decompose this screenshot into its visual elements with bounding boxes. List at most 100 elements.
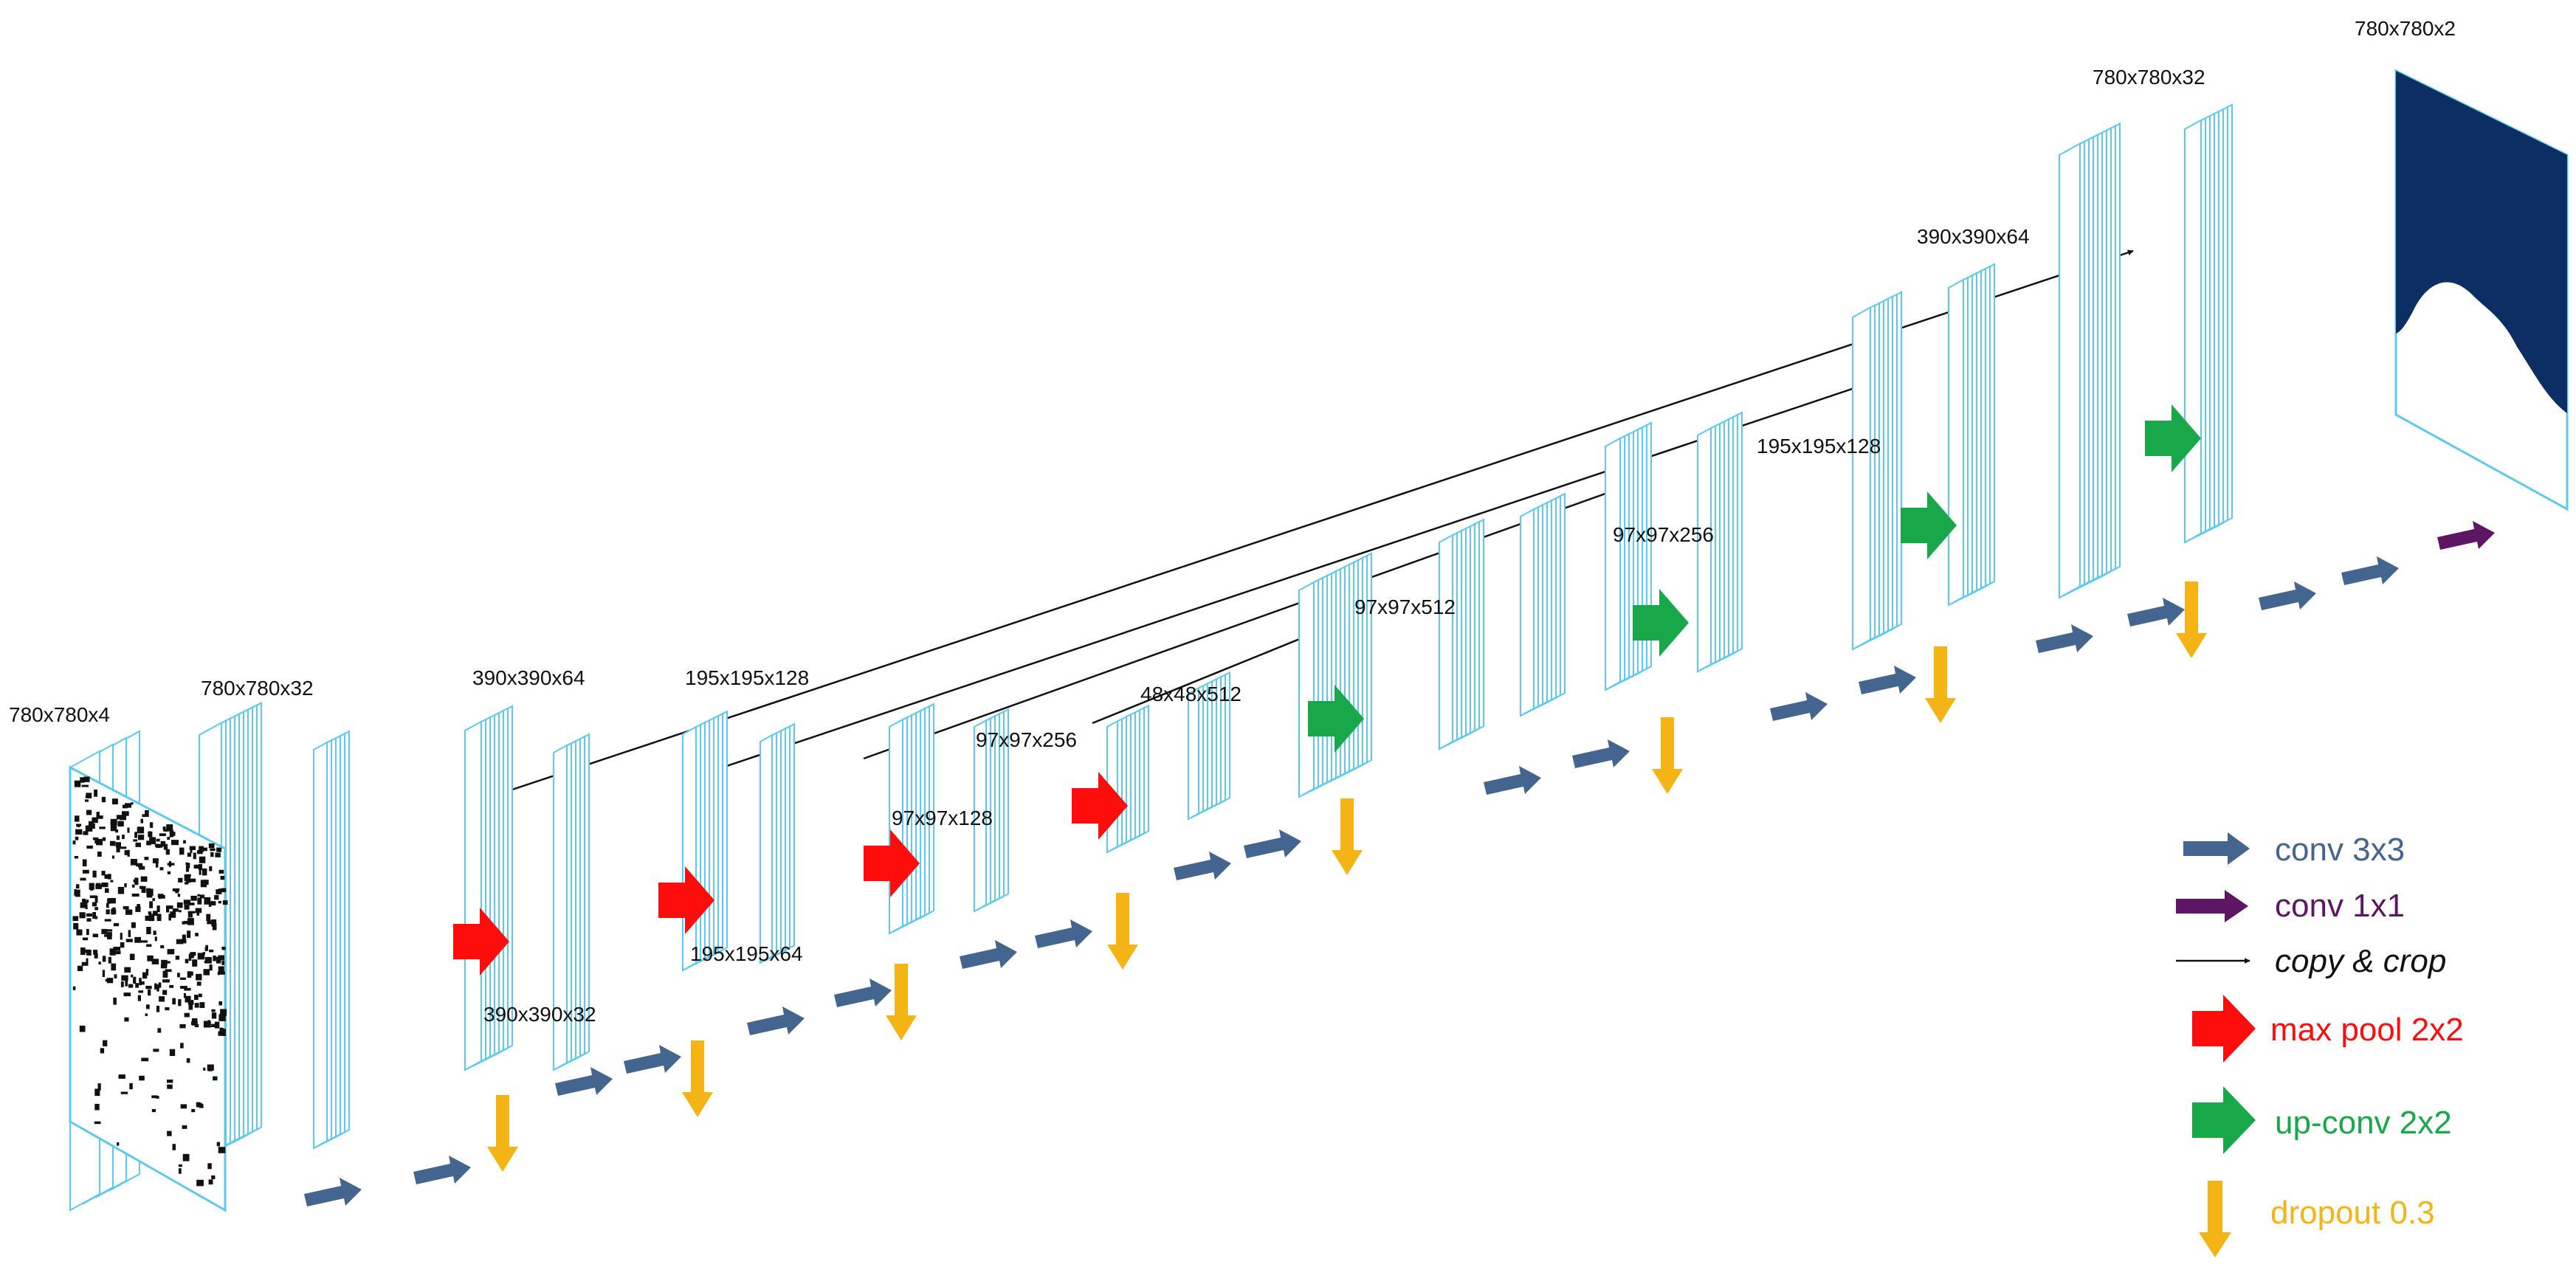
- label-dec3: 195x195x128: [1757, 435, 1881, 458]
- dropout-arrow-2: [682, 1040, 713, 1117]
- green-arrow-icon: [2192, 1086, 2256, 1154]
- label-dec2: 390x390x64: [1917, 225, 2030, 248]
- conv3x3-arrow-3: [555, 1067, 613, 1096]
- feature-slab: [1520, 508, 1535, 717]
- copy-crop-arrow-3: [863, 486, 1625, 760]
- label-enc2-top: 390x390x64: [472, 666, 585, 689]
- feature-slab: [2184, 119, 2202, 544]
- dimension-labels: 780x780x4 780x780x32 390x390x64 390x390x…: [9, 17, 2456, 1026]
- conv3x3-arrow-7: [960, 940, 1017, 969]
- feature-slab: [553, 744, 568, 1071]
- dec4-stack-b: [1520, 492, 1566, 717]
- label-output: 780x780x2: [2355, 17, 2456, 40]
- conv3x3-arrow-2: [413, 1156, 471, 1184]
- feature-slab: [1439, 534, 1453, 750]
- max-pool-arrow-1: [453, 908, 509, 976]
- label-bottleneck-up: 97x97x512: [1354, 595, 1456, 618]
- bottleneck-b: [1188, 671, 1230, 821]
- label-dec4: 97x97x256: [1613, 523, 1714, 546]
- conv3x3-arrow-4: [624, 1045, 681, 1074]
- feature-slab: [974, 719, 987, 913]
- label-input: 780x780x4: [9, 703, 110, 726]
- label-enc2-bottom: 390x390x32: [483, 1003, 596, 1026]
- dec3-stack-b: [1697, 411, 1743, 673]
- label-enc4-b: 97x97x128: [892, 807, 993, 829]
- bott-up-stack: [1298, 552, 1372, 798]
- conv3x3-arrow-10: [1244, 829, 1301, 858]
- legend-label-max-pool: max pool 2x2: [2270, 1012, 2464, 1048]
- feature-slab: [2059, 142, 2081, 599]
- feature-slab: [1605, 437, 1621, 691]
- up-conv-arrow-1: [1308, 685, 1364, 753]
- feature-map-stacks: [69, 69, 2569, 1212]
- conv3x3-arrow-15: [2036, 624, 2093, 653]
- conv3x3-arrow-17: [2259, 581, 2316, 610]
- max-pool-arrow-3: [864, 829, 920, 897]
- enc2-stack-a: [464, 705, 513, 1071]
- enc2-stack-b: [553, 733, 590, 1071]
- enc3-stack-b: [760, 722, 795, 964]
- feature-slab: [760, 733, 773, 964]
- label-dec1: 780x780x32: [2093, 66, 2205, 89]
- legend-item-conv3x3: conv 3x3: [2183, 832, 2405, 868]
- input-texture: [69, 765, 228, 1212]
- conv3x3-arrow-11: [1484, 766, 1541, 795]
- red-arrow-icon: [2192, 995, 2256, 1063]
- dropout-arrow-8: [2176, 581, 2207, 658]
- label-enc4-a: 97x97x256: [976, 728, 1077, 751]
- conv1x1-arrow: [2437, 521, 2495, 550]
- dec3-stack-a: [1605, 421, 1652, 691]
- dec2-stack-b: [1948, 263, 1995, 607]
- up-conv-arrow-4: [2145, 404, 2201, 472]
- feature-slab: [1188, 686, 1199, 821]
- up-conv-arrow-3: [1901, 491, 1957, 559]
- label-enc3-top: 195x195x128: [685, 666, 809, 689]
- dec1-stack-b: [2184, 103, 2233, 544]
- feature-slab: [682, 725, 697, 972]
- conv3x3-arrow-12: [1572, 739, 1630, 768]
- conv3x3-arrow-1: [304, 1178, 362, 1206]
- conv3x3-arrow-6: [834, 978, 892, 1007]
- enc1-stack-b: [313, 730, 350, 1150]
- dec2-stack-a: [1852, 291, 1902, 651]
- legend-item-conv1x1: conv 1x1: [2176, 888, 2405, 924]
- feature-slab: [1948, 278, 1964, 607]
- legend-label-up-conv: up-conv 2x2: [2275, 1105, 2452, 1141]
- output-map: [2394, 69, 2569, 511]
- up-conv-arrow-2: [1633, 589, 1689, 657]
- max-pool-arrow-4: [1072, 772, 1128, 840]
- dropout-arrow-3: [886, 964, 917, 1040]
- yellow-down-arrow-icon: [2199, 1181, 2231, 1257]
- conv3x3-arrow-5: [747, 1007, 805, 1035]
- legend-item-max-pool: max pool 2x2: [2192, 995, 2464, 1063]
- conv3x3-arrow-16: [2127, 598, 2185, 626]
- feature-slab: [464, 720, 482, 1071]
- enc4-stack-b: [974, 708, 1009, 913]
- conv3x3-arrow-9: [1174, 852, 1231, 880]
- max-pool-arrow-2: [658, 866, 714, 934]
- navy-arrow-icon: [2183, 832, 2250, 865]
- legend-label-conv3x3: conv 3x3: [2275, 832, 2405, 868]
- dropout-arrow-7: [1925, 646, 1956, 723]
- legend-item-dropout: dropout 0.3: [2199, 1181, 2435, 1257]
- conv3x3-arrow-13: [1770, 692, 1828, 721]
- conv3x3-arrow-8: [1035, 919, 1092, 948]
- legend: conv 3x3 conv 1x1 copy & crop max pool 2…: [2176, 832, 2464, 1257]
- dropout-arrow-5: [1332, 798, 1363, 875]
- label-enc3-bottom: 195x195x64: [690, 942, 803, 965]
- dropout-arrow-1: [487, 1095, 518, 1172]
- legend-item-copy-crop: copy & crop: [2176, 943, 2446, 979]
- legend-label-conv1x1: conv 1x1: [2275, 888, 2405, 924]
- bottleneck-a: [1106, 704, 1149, 854]
- dropout-arrow-6: [1652, 717, 1683, 794]
- conv3x3-arrow-14: [1859, 666, 1916, 694]
- purple-arrow-icon: [2176, 890, 2248, 922]
- legend-item-up-conv: up-conv 2x2: [2192, 1086, 2452, 1154]
- enc3-stack-a: [682, 710, 728, 972]
- copy-crop-arrow-4: [1092, 626, 1329, 725]
- feature-slab: [313, 741, 328, 1150]
- feature-slab: [1298, 581, 1315, 798]
- copy-crop-arrow-2: [682, 375, 1890, 782]
